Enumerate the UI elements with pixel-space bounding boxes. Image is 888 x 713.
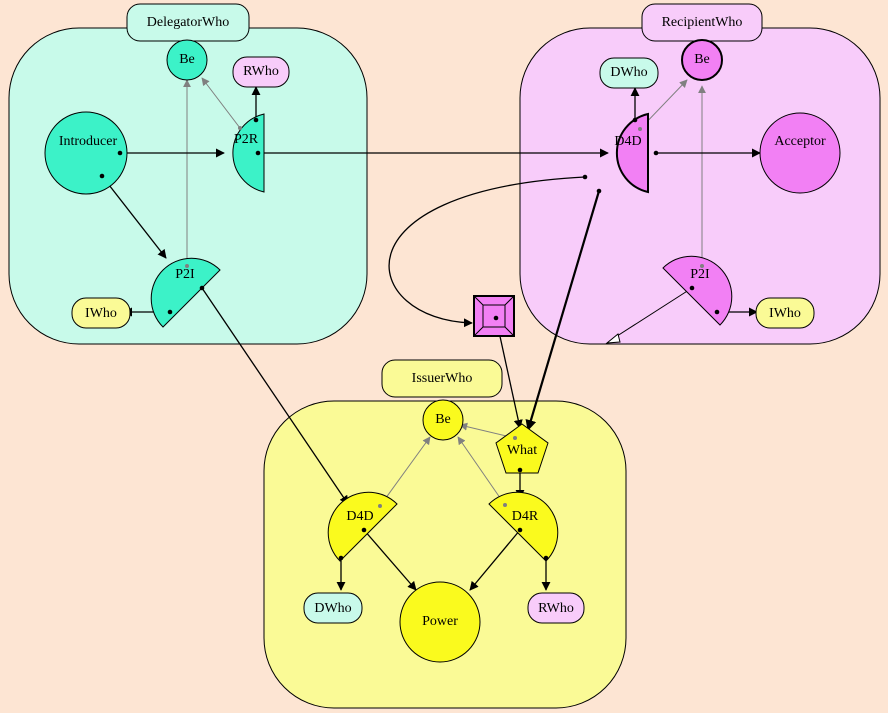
del-introducer-label: Introducer: [59, 134, 118, 149]
edge-d4d-curve-square: [388, 176, 586, 328]
iss-dwho-node[interactable]: DWho: [303, 592, 363, 624]
edge-rec-p2i-open: [613, 287, 693, 339]
iss-rwho-label: RWho: [538, 601, 574, 616]
iss-d4d-label: D4D: [346, 509, 373, 524]
del-iwho-label: IWho: [85, 306, 117, 321]
rec-acceptor-label: Acceptor: [774, 134, 826, 149]
rec-p2i-node[interactable]: P2I: [662, 255, 733, 326]
iss-what-label: What: [507, 443, 537, 458]
edge-del-p2r-be: [201, 77, 241, 129]
del-p2r-node[interactable]: P2R: [232, 113, 265, 193]
recipient-title-tab: RecipientWho: [641, 3, 763, 42]
edge-del-intro-p2i: [101, 175, 167, 259]
rec-d4d-label: D4D: [614, 134, 641, 149]
connector-square[interactable]: [473, 295, 515, 337]
issuer-title: IssuerWho: [412, 371, 473, 386]
rec-dwho-node[interactable]: DWho: [599, 57, 659, 89]
iss-what-node[interactable]: What: [495, 423, 549, 474]
iss-d4r-label: D4R: [512, 509, 539, 524]
edge-iss-d4r-power: [469, 529, 521, 591]
delegator-title: DelegatorWho: [147, 15, 229, 30]
iss-d4r-node[interactable]: D4R: [488, 491, 559, 562]
rec-be-label: Be: [694, 52, 710, 67]
del-p2r-label: P2R: [234, 132, 259, 147]
del-be-node[interactable]: Be: [166, 39, 208, 81]
del-p2i-label: P2I: [175, 267, 195, 282]
del-rwho-node[interactable]: RWho: [232, 56, 290, 88]
edge-del-p2i-iss-d4d: [201, 287, 349, 505]
iss-power-node[interactable]: Power: [399, 581, 481, 663]
del-rwho-label: RWho: [243, 64, 279, 79]
del-p2i-node[interactable]: P2I: [150, 257, 221, 328]
del-iwho-node[interactable]: IWho: [71, 297, 131, 329]
iss-rwho-node[interactable]: RWho: [527, 592, 585, 624]
rec-p2i-label: P2I: [690, 267, 710, 282]
edge-iss-d4r-be: [457, 436, 506, 506]
edge-d4d-what-bold: [525, 190, 601, 432]
rec-acceptor-node[interactable]: Acceptor: [759, 112, 841, 194]
rec-be-node[interactable]: Be: [681, 39, 723, 81]
delegator-title-tab: DelegatorWho: [126, 3, 250, 42]
recipient-title: RecipientWho: [662, 15, 743, 30]
del-introducer-node[interactable]: Introducer: [44, 111, 128, 195]
iss-dwho-label: DWho: [314, 601, 351, 616]
rec-dwho-label: DWho: [610, 65, 647, 80]
iss-power-label: Power: [422, 614, 458, 629]
iss-d4d-node[interactable]: D4D: [327, 491, 398, 562]
issuer-title-tab: IssuerWho: [381, 359, 503, 398]
edge-iss-d4d-be: [379, 436, 431, 507]
iss-be-node[interactable]: Be: [422, 399, 464, 441]
del-be-label: Be: [179, 52, 195, 67]
open-arrowhead: [605, 333, 621, 344]
rec-iwho-node[interactable]: IWho: [755, 297, 815, 329]
rec-iwho-label: IWho: [769, 306, 801, 321]
iss-be-label: Be: [435, 412, 451, 427]
edge-iss-d4d-power: [363, 529, 417, 591]
port-dots: [99, 117, 720, 561]
